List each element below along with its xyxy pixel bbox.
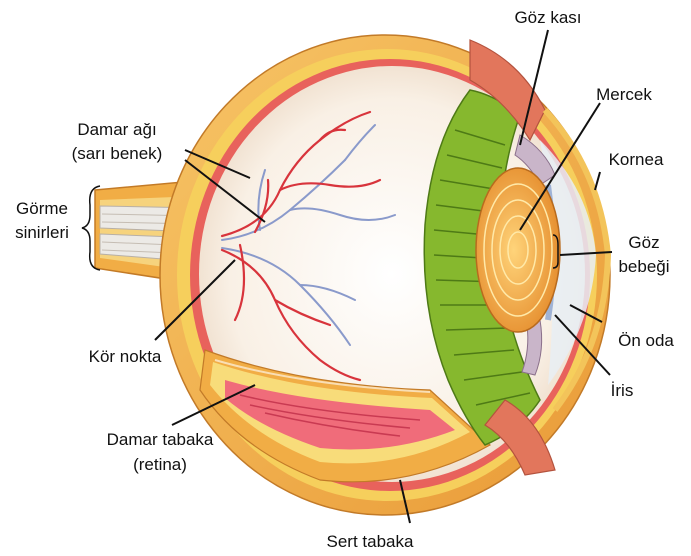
label-damar-agi-line1: Damar ağı <box>77 120 156 139</box>
lens <box>476 168 560 332</box>
label-damar-tabaka-line1: Damar tabaka <box>107 430 214 449</box>
label-kor-nokta: Kör nokta <box>89 347 162 366</box>
label-iris: İris <box>611 381 634 400</box>
label-goz-bebegi-line1: Göz <box>628 233 659 252</box>
label-goz-kasi: Göz kası <box>514 8 581 27</box>
label-on-oda: Ön oda <box>618 331 674 350</box>
label-damar-tabaka-line2: (retina) <box>133 455 187 474</box>
label-goz-bebegi-line2: bebeği <box>618 257 669 276</box>
label-gorme-sinirleri-line1: Görme <box>16 199 68 218</box>
label-gorme-sinirleri-line2: sinirleri <box>15 223 69 242</box>
label-mercek: Mercek <box>596 85 652 104</box>
label-sert-tabaka: Sert tabaka <box>327 532 414 551</box>
label-kornea: Kornea <box>609 150 664 169</box>
label-damar-agi-line2: (sarı benek) <box>72 144 163 163</box>
